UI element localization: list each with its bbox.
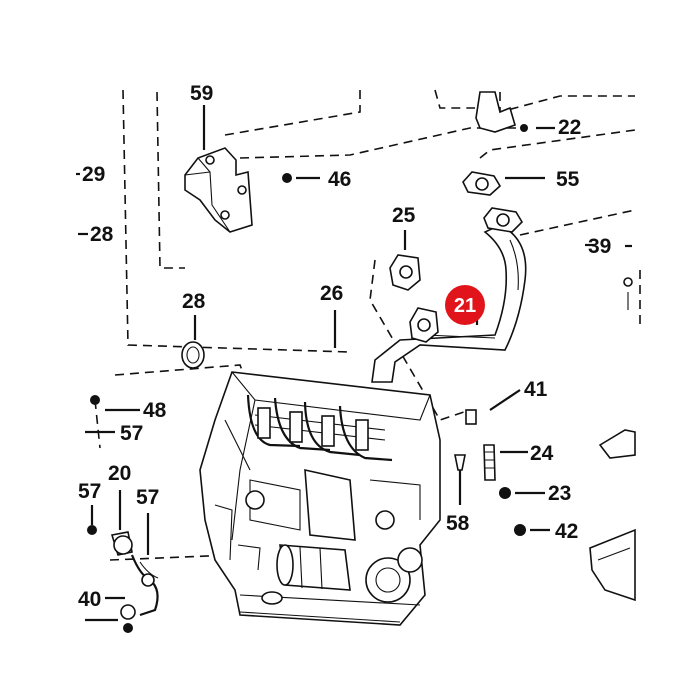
callout-40: 40	[78, 588, 101, 611]
callout-58: 58	[446, 512, 470, 535]
callout-24: 24	[530, 442, 554, 465]
callout-42: 42	[555, 520, 578, 543]
gaskets	[389, 171, 524, 343]
right-edge-parts	[589, 277, 636, 602]
highlight-circle	[445, 285, 485, 325]
bracket-part	[184, 147, 253, 233]
callout-28-lower: 28	[182, 290, 206, 313]
edge-dashes	[76, 172, 632, 248]
exhaust-pipe	[371, 224, 527, 383]
callout-28-upper: 28	[90, 223, 114, 246]
callout-39: 39	[588, 235, 611, 258]
upper-bracket-part	[475, 91, 528, 133]
fuel-hose-assembly	[110, 531, 159, 633]
callout-57-right: 57	[136, 486, 159, 509]
callout-55: 55	[556, 168, 580, 191]
callout-59: 59	[190, 82, 213, 105]
callout-26: 26	[320, 282, 343, 305]
highlighted-callout-21[interactable]: 21	[445, 285, 485, 325]
callout-29: 29	[82, 163, 105, 186]
engine-block	[199, 371, 441, 626]
callout-41: 41	[524, 378, 548, 401]
callout-23: 23	[548, 482, 571, 505]
callout-48: 48	[143, 399, 167, 422]
callout-25: 25	[392, 204, 416, 227]
callout-57-left: 57	[78, 480, 101, 503]
callout-21: 21	[454, 295, 476, 317]
callout-57-upper: 57	[120, 422, 143, 445]
o-ring-part	[181, 341, 205, 369]
callout-46: 46	[328, 168, 351, 191]
fasteners	[87, 173, 526, 536]
callout-22: 22	[558, 116, 581, 139]
callout-20: 20	[108, 462, 131, 485]
callout-labels: 59 22 29 46 55 28 25 39 26 28 21 41 48 5…	[78, 82, 611, 611]
